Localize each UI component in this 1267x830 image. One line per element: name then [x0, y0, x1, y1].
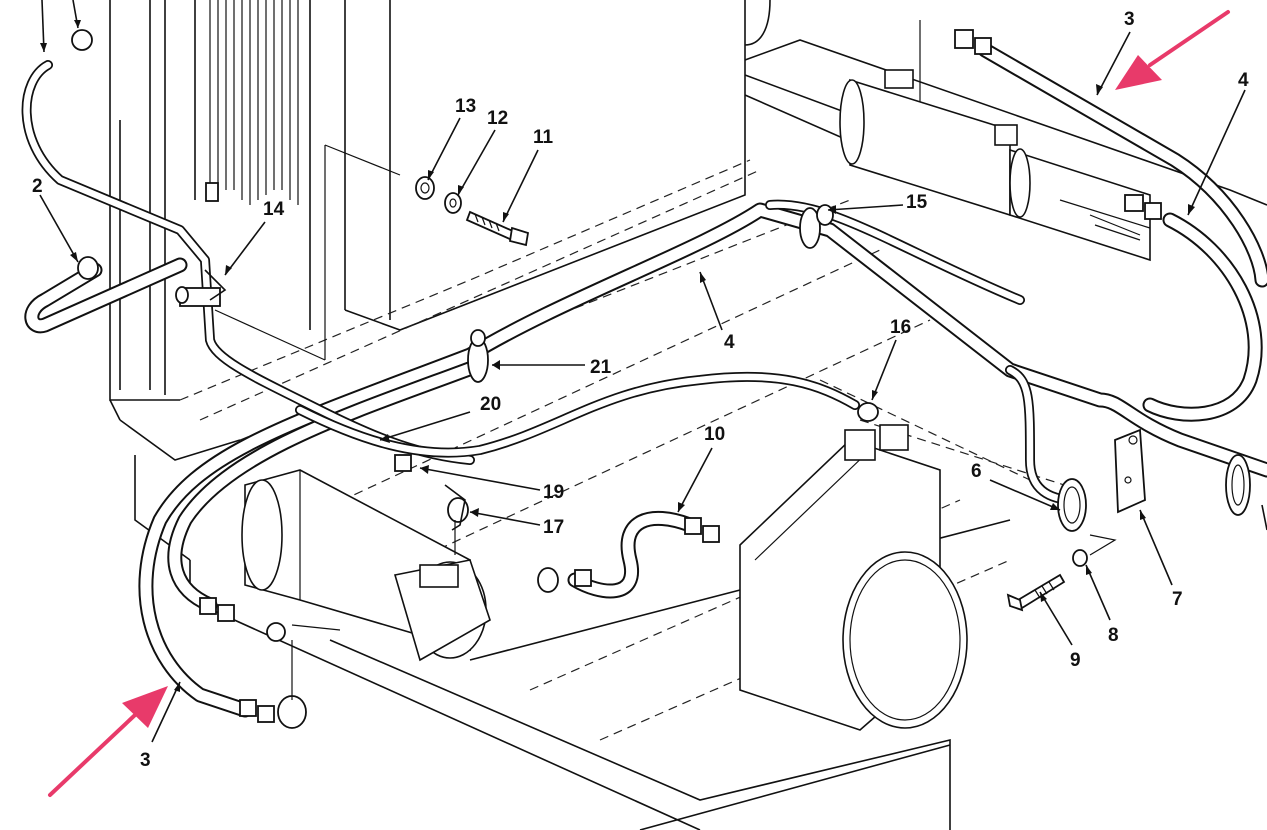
washer-13 [415, 176, 435, 200]
leader-lines [39, 0, 1267, 743]
callout-6: 6 [971, 461, 982, 482]
hose-10 [567, 510, 698, 599]
callout-13: 13 [455, 96, 476, 117]
lower-right-hydraulic-tank [739, 424, 968, 731]
mounting-hardware [214, 144, 1117, 612]
hose-4-right-loop [1142, 212, 1263, 422]
clamp-6 [1057, 478, 1087, 532]
upper-hydraulic-cylinder [839, 69, 1151, 262]
highlight-arrow-bottom-left [48, 686, 168, 797]
callout-12: 12 [487, 108, 508, 129]
washer-12 [444, 192, 462, 214]
hose-2-left [24, 257, 188, 334]
bolt-9 [1006, 573, 1066, 612]
fitting-hex [954, 29, 974, 49]
callout-16: 16 [890, 317, 911, 338]
callout-8: 8 [1108, 625, 1119, 646]
clamp-15 [799, 204, 834, 249]
callout-17: 17 [543, 517, 564, 538]
lower-left-hydraulic-cylinder [241, 469, 491, 662]
hose-4-main [138, 202, 1267, 718]
highlight-arrow-top-right [1115, 10, 1230, 90]
tube-right-drop [1005, 365, 1080, 505]
callout-10: 10 [704, 424, 725, 445]
clamp-21 [467, 329, 489, 383]
callout-21: 21 [590, 357, 612, 378]
bolt-11 [465, 210, 530, 247]
bracket-7 [1114, 428, 1146, 514]
callout-4-right: 4 [1238, 70, 1249, 91]
hose-3-upper [977, 42, 1267, 288]
highlight-arrows [48, 10, 1230, 797]
tube-16-to-20 [295, 371, 860, 458]
callout-14: 14 [263, 199, 285, 220]
hose-3-lower [167, 357, 488, 613]
fittings [199, 29, 1162, 729]
callout-labels: 3 4 2 13 12 11 14 15 4 21 16 20 10 19 17… [32, 9, 1249, 771]
washer-8 [1072, 549, 1088, 567]
clamps [71, 29, 1251, 532]
radiator-core [109, 0, 391, 421]
frame-rail-upper [119, 419, 241, 461]
top-box-outline [344, 0, 746, 331]
callout-3-top-right: 3 [1124, 9, 1135, 30]
callout-20: 20 [480, 394, 501, 415]
callout-4-center: 4 [724, 332, 735, 353]
tubes [21, 60, 1080, 505]
callout-19: 19 [543, 482, 564, 503]
callout-7: 7 [1172, 589, 1183, 610]
vehicle-frame-structure [109, 0, 1267, 830]
callout-15: 15 [906, 192, 928, 213]
callout-9: 9 [1070, 650, 1081, 671]
hoses [24, 42, 1267, 718]
upper-deck-outline [744, 39, 1267, 206]
callout-11: 11 [533, 127, 554, 148]
clamp-left-2 [77, 256, 99, 280]
clamp-right-edge [1225, 454, 1251, 516]
tube-top-right-cross [765, 199, 1025, 305]
clamp-top-left [71, 29, 93, 51]
callout-3-bottom-left: 3 [140, 750, 151, 771]
callout-2: 2 [32, 176, 43, 197]
